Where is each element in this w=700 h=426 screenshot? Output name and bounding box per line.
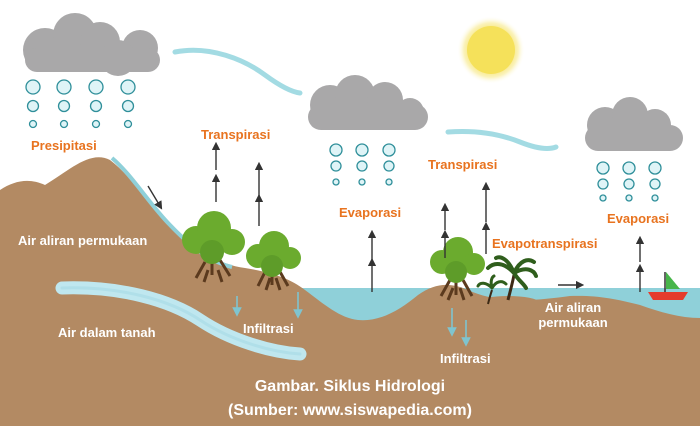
raindrop-icon <box>385 178 393 186</box>
label-air-aliran-line2: permukaan <box>538 315 608 330</box>
raindrop-icon <box>26 99 40 113</box>
label-presipitasi: Presipitasi <box>31 138 97 153</box>
caption-source: (Sumber: www.siswapedia.com) <box>228 402 472 419</box>
cloud-icon <box>585 97 683 151</box>
raindrop-icon <box>89 99 103 113</box>
label-air-dalam-tanah: Air dalam tanah <box>58 325 156 340</box>
tree-icon <box>430 237 485 301</box>
raindrop-icon <box>121 99 135 113</box>
arrow-icon <box>147 185 163 210</box>
arrow-group <box>147 141 645 292</box>
raindrop-icon <box>356 160 368 172</box>
raindrop-icon <box>123 119 133 129</box>
groundwater-stream-edge <box>60 286 302 356</box>
sun-icon <box>457 16 525 84</box>
raindrop-icon <box>382 143 396 157</box>
wind-streak <box>172 47 303 96</box>
raindrop-icon <box>120 79 136 95</box>
raindrop-icon <box>57 99 71 113</box>
tree-icon <box>182 211 245 283</box>
label-evapotranspirasi: Evapotranspirasi <box>492 236 598 251</box>
raindrop-icon <box>651 194 659 202</box>
raindrop-icon <box>332 178 340 186</box>
label-evaporasi-right: Evaporasi <box>607 211 670 226</box>
raindrop-icon <box>25 79 41 95</box>
raindrop-icon <box>25 79 662 202</box>
raindrop-icon <box>330 160 342 172</box>
tree-icon <box>246 231 301 291</box>
raindrop-icon <box>28 119 38 129</box>
raindrop-icon <box>355 143 369 157</box>
raindrop-icon <box>622 161 636 175</box>
label-transpirasi-left: Transpirasi <box>201 127 271 142</box>
raindrop-icon <box>358 178 366 186</box>
label-air-aliran-permukaan-left: Air aliran permukaan <box>18 233 148 248</box>
wind-streak <box>445 129 559 151</box>
label-infiltrasi-left: Infiltrasi <box>243 321 294 336</box>
cloud-icon <box>308 75 428 130</box>
raindrop-icon <box>649 178 661 190</box>
cloud-icon <box>23 13 160 76</box>
raindrop-icon <box>383 160 395 172</box>
palm-tree-icon <box>476 255 538 305</box>
ground <box>0 157 700 426</box>
label-evaporasi-mid: Evaporasi <box>339 205 402 220</box>
label-transpirasi-right: Transpirasi <box>428 157 498 172</box>
boat-icon <box>648 272 688 300</box>
raindrop-icon <box>56 79 72 95</box>
island <box>478 296 538 308</box>
label-infiltrasi-right: Infiltrasi <box>440 351 491 366</box>
raindrop-icon <box>329 143 343 157</box>
raindrop-icon <box>648 161 662 175</box>
raindrop-icon <box>597 178 609 190</box>
infiltration-arrow-group <box>232 292 471 347</box>
raindrop-icon <box>596 161 610 175</box>
label-air-aliran-line1: Air aliran <box>544 300 602 315</box>
raindrop-icon <box>59 119 69 129</box>
raindrop-icon <box>91 119 101 129</box>
label-air-aliran-permukaan-right: Air aliran permukaan <box>523 300 623 330</box>
caption-title: Gambar. Siklus Hidrologi <box>254 378 446 395</box>
raindrop-icon <box>623 178 635 190</box>
raindrop-icon <box>88 79 104 95</box>
raindrop-icon <box>625 194 633 202</box>
raindrop-icon <box>599 194 607 202</box>
